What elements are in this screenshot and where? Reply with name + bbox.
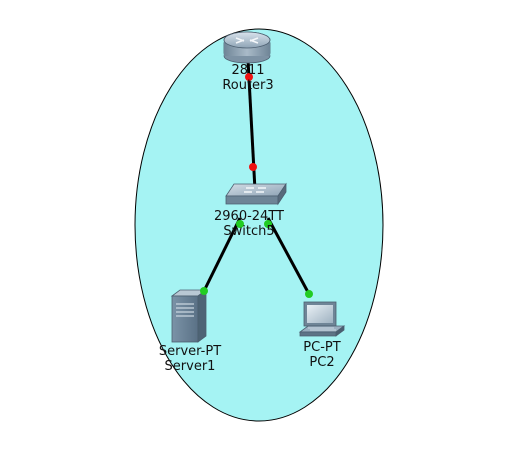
- server-model: Server-PT: [158, 344, 222, 359]
- link-switch-server[interactable]: [202, 217, 242, 292]
- router-name: Router3: [222, 78, 274, 93]
- server-icon[interactable]: [170, 289, 208, 343]
- switch-model: 2960-24TT: [214, 209, 284, 224]
- pc-name: PC2: [309, 355, 335, 370]
- server-label[interactable]: Server-PT Server1: [159, 344, 221, 374]
- switch-icon[interactable]: [225, 182, 287, 206]
- pc-model: PC-PT: [303, 340, 341, 355]
- port-status-switch-pc-b: [305, 290, 313, 298]
- port-status-router-switch-a: [245, 73, 253, 81]
- pc-label[interactable]: PC-PT PC2: [303, 340, 340, 370]
- port-status-switch-server-a: [236, 220, 244, 228]
- pc-icon[interactable]: [298, 301, 346, 337]
- router-label[interactable]: 2811 Router3: [222, 63, 273, 93]
- switch-name: Switch5: [223, 224, 275, 239]
- server-name: Server1: [164, 359, 216, 374]
- link-switch-pc[interactable]: [266, 217, 311, 295]
- port-status-layer: [200, 73, 313, 298]
- port-status-switch-server-b: [200, 287, 208, 295]
- port-status-router-switch-b: [249, 163, 257, 171]
- router-icon[interactable]: [223, 31, 271, 64]
- port-status-switch-pc-a: [264, 220, 272, 228]
- router-model: 2811: [231, 63, 265, 78]
- switch-label[interactable]: 2960-24TT Switch5: [214, 209, 284, 239]
